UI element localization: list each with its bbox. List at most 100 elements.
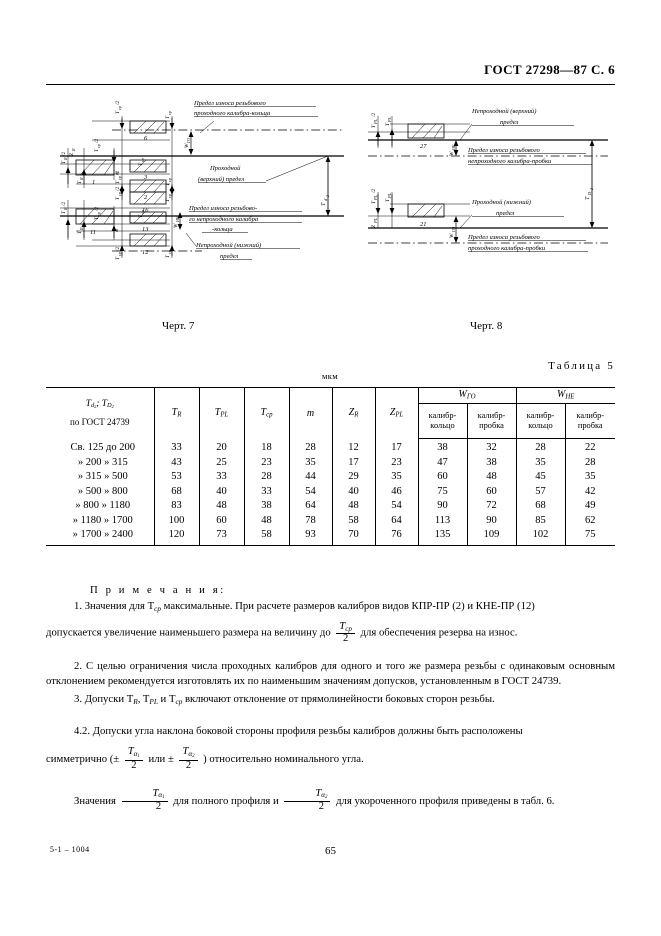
cell-wne-plug: 49 (564, 498, 615, 513)
svg-text:го непроходного калибра: го непроходного калибра (189, 216, 259, 223)
cell-range: Св. 125 до 200 (46, 438, 155, 455)
cell-wgo-plug: 72 (466, 498, 517, 513)
cell-zr: 29 (331, 469, 376, 484)
svg-text:d: d (323, 198, 328, 201)
svg-text:/2: /2 (61, 202, 67, 207)
cell-tcp: 28 (243, 469, 290, 484)
cell-zpl: 76 (374, 527, 419, 546)
svg-text:R: R (63, 157, 68, 161)
col-header-wne-ring: калибр-кольцо (515, 403, 566, 439)
svg-text:16: 16 (142, 207, 149, 214)
col-header-wne-plug: калибр-пробка (564, 403, 615, 439)
svg-text:R: R (79, 227, 84, 231)
cell-wne-ring: 102 (515, 527, 566, 546)
note-1-line1: 1. Значения для Tср максимальные. При ра… (74, 600, 535, 613)
cell-wne-ring: 28 (515, 438, 566, 455)
figure-8-drawing: 27 T PL /2 T PL (368, 108, 608, 252)
footer-signature: 5-1 – 1004 (50, 845, 90, 854)
svg-text:W: W (173, 223, 179, 228)
table-row: » 500 » 800 68 40 33 54 40 46 75 60 57 4… (46, 484, 615, 499)
tolerance-table: Td2; TD2 по ГОСТ 24739 TR TPL Tср m ZR (46, 386, 615, 546)
svg-text:W: W (449, 151, 455, 156)
figure-7: 6 3 2 1 (52, 88, 352, 300)
svg-text:13: 13 (142, 226, 148, 233)
col-header-range: Td2; TD2 по ГОСТ 24739 (46, 387, 155, 438)
cell-tcp: 58 (243, 527, 290, 546)
cell-zr: 40 (331, 484, 376, 499)
clause-values-line: Значения Tα1 2 для полного профиля и Tα2… (74, 787, 555, 814)
cell-zpl: 64 (374, 513, 419, 528)
cell-wgo-ring: 90 (417, 498, 468, 513)
svg-text:W: W (184, 143, 190, 148)
fraction-tcp-2: Tср 2 (336, 622, 355, 645)
cell-zpl: 35 (374, 469, 419, 484)
col-header-wgo-ring: калибр-кольцо (417, 403, 468, 439)
svg-text:T: T (115, 180, 121, 184)
fraction-talpha1-2-ref: Tα1 2 (121, 788, 168, 814)
table-row: » 1180 » 1700 100 60 48 78 58 64 113 90 … (46, 513, 615, 528)
svg-text:/2: /2 (115, 187, 121, 192)
table-row: Св. 125 до 200 33 20 18 28 12 17 38 32 2… (46, 438, 615, 455)
svg-text:D: D (587, 191, 592, 196)
cell-range: » 1180 » 1700 (46, 513, 155, 528)
svg-text:/2: /2 (371, 189, 377, 194)
svg-text:ср: ср (167, 178, 172, 182)
svg-text:предел: предел (220, 253, 239, 260)
note-2: 2. С целью ограничения числа проходных к… (46, 660, 615, 688)
cell-wne-ring: 57 (515, 484, 566, 499)
cell-tcp: 48 (243, 513, 290, 528)
svg-text:T: T (77, 180, 83, 184)
table-row: » 315 » 500 53 33 28 44 29 35 60 48 45 3… (46, 469, 615, 484)
svg-text:T: T (320, 202, 327, 206)
cell-m: 35 (288, 455, 333, 470)
cell-wne-ring: 68 (515, 498, 566, 513)
col-header-zr: ZR (331, 387, 376, 438)
cell-wgo-plug: 109 (466, 527, 517, 546)
cell-range: » 800 » 1180 (46, 498, 155, 513)
table-units: мкм (322, 371, 339, 381)
col-group-header-wgo: WГО (417, 386, 517, 405)
svg-text:Предел износа резьбово-: Предел износа резьбово- (188, 205, 257, 212)
svg-text:m: m (114, 229, 119, 232)
svg-text:предел: предел (500, 119, 519, 126)
cell-wne-ring: 85 (515, 513, 566, 528)
header-divider (46, 84, 615, 85)
svg-text:T: T (115, 196, 121, 200)
figure-7-drawing: 6 3 2 1 (60, 100, 344, 260)
svg-text:T: T (115, 110, 121, 114)
svg-text:-кольца: -кольца (212, 226, 233, 233)
note-1-line2: допускается увеличение наименьшего разме… (46, 621, 518, 645)
cell-wgo-ring: 47 (417, 455, 468, 470)
cell-wgo-plug: 60 (466, 484, 517, 499)
cell-tr: 120 (153, 527, 200, 546)
cell-wne-plug: 75 (564, 527, 615, 546)
cell-tr: 33 (153, 438, 200, 455)
svg-text:T: T (138, 214, 144, 218)
svg-text:НЕ: НЕ (175, 216, 180, 223)
svg-text:/2: /2 (94, 207, 100, 212)
table-row: » 200 » 315 43 25 23 35 17 23 47 38 35 2… (46, 455, 615, 470)
cell-wne-plug: 28 (564, 455, 615, 470)
fraction-talpha1-2: Tα1 2 (124, 746, 143, 772)
svg-text:Z: Z (69, 152, 75, 156)
svg-text:T: T (584, 196, 591, 200)
cell-range: » 500 » 800 (46, 484, 155, 499)
svg-text:2: 2 (326, 195, 330, 197)
svg-text:/2: /2 (371, 113, 377, 118)
svg-text:ср: ср (140, 158, 145, 162)
svg-text:T: T (61, 210, 67, 214)
cell-tcp: 33 (243, 484, 290, 499)
svg-text:T: T (371, 200, 377, 204)
figures-area: 6 3 2 1 (46, 88, 615, 332)
cell-m: 64 (288, 498, 333, 513)
cell-m: 54 (288, 484, 333, 499)
svg-text:ср: ср (96, 212, 101, 216)
svg-text:T: T (385, 122, 391, 126)
svg-text:PL: PL (373, 217, 378, 224)
cell-tpl: 40 (198, 484, 245, 499)
cell-tcp: 18 (243, 438, 290, 455)
cell-tr: 53 (153, 469, 200, 484)
cell-wne-plug: 42 (564, 484, 615, 499)
svg-text:PL: PL (373, 118, 378, 125)
cell-zr: 58 (331, 513, 376, 528)
